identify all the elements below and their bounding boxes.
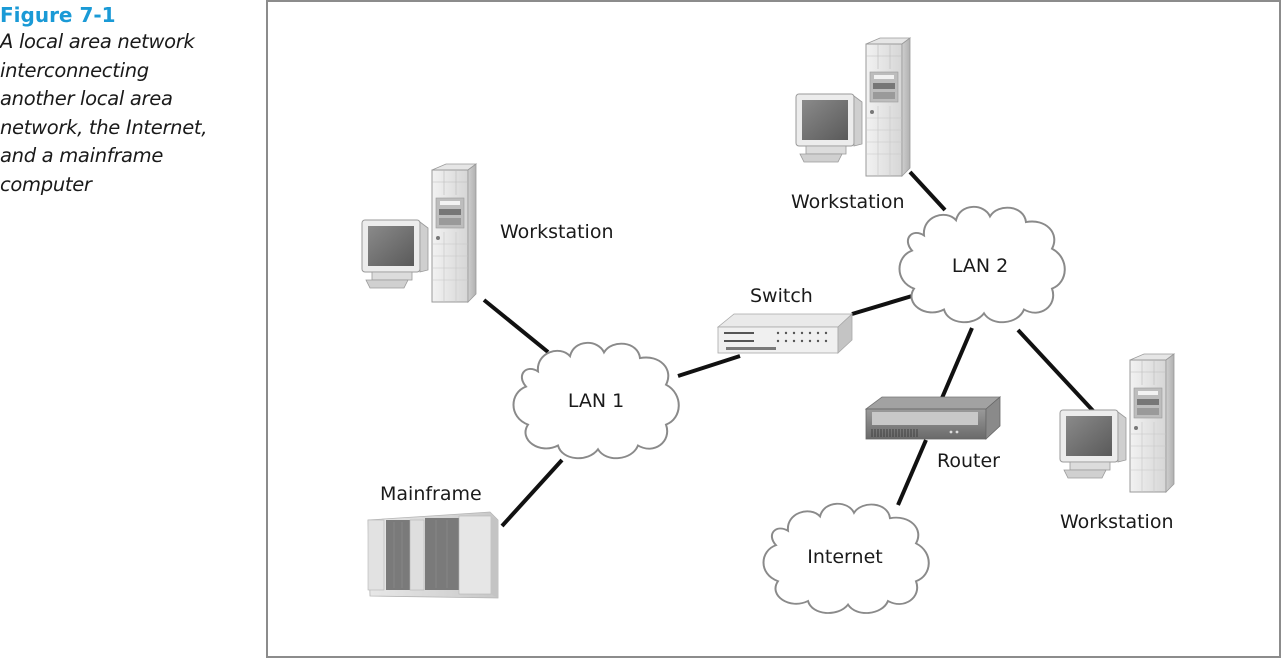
node-workstation-left: Workstation xyxy=(361,163,614,303)
node-label: Workstation xyxy=(791,191,905,213)
node-workstation-right: Workstation xyxy=(1059,353,1175,533)
description-line: network, the Internet, xyxy=(0,115,208,139)
router-icon xyxy=(864,396,1002,440)
node-label: Switch xyxy=(750,285,813,307)
node-mainframe: Mainframe xyxy=(367,483,499,599)
link-lan2-router xyxy=(940,327,974,399)
link-workstation-top-lan2 xyxy=(908,170,947,212)
diagram-frame xyxy=(266,0,1281,658)
connections xyxy=(482,170,1098,528)
node-workstation-top: Workstation xyxy=(791,37,911,213)
node-switch: Switch xyxy=(716,285,854,354)
link-workstation-left-lan1 xyxy=(482,298,550,354)
node-lan2: LAN 2 xyxy=(898,205,1066,324)
figure-caption: Figure 7-1 A local area network intercon… xyxy=(0,2,250,199)
node-internet: Internet xyxy=(762,502,930,615)
link-lan1-switch xyxy=(677,354,741,378)
description-line: another local area xyxy=(0,87,173,110)
link-lan2-workstation-right xyxy=(1016,328,1098,416)
node-lan1: LAN 1 xyxy=(512,341,680,460)
node-label: LAN 2 xyxy=(952,255,1008,277)
node-label: Mainframe xyxy=(380,483,482,505)
workstation-icon xyxy=(1059,353,1175,493)
node-label: Internet xyxy=(807,546,882,568)
link-router-internet xyxy=(896,439,928,506)
figure-number: Figure 7-1 xyxy=(0,3,116,27)
mainframe-icon xyxy=(367,511,499,599)
workstation-icon xyxy=(361,163,477,303)
workstation-icon xyxy=(795,37,911,177)
link-lan1-mainframe xyxy=(500,458,564,528)
description-line: computer xyxy=(0,172,92,196)
node-label: Router xyxy=(937,450,1000,472)
node-label: Workstation xyxy=(500,221,614,243)
description-line: interconnecting xyxy=(0,58,149,82)
figure-description: A local area network interconnecting ano… xyxy=(0,28,250,199)
link-switch-lan2 xyxy=(851,294,913,316)
node-router: Router xyxy=(864,396,1002,472)
description-line: and a mainframe xyxy=(0,144,164,167)
node-label: LAN 1 xyxy=(568,390,624,412)
switch-icon xyxy=(716,313,854,354)
node-label: Workstation xyxy=(1060,511,1174,533)
description-line: A local area network xyxy=(0,30,195,53)
